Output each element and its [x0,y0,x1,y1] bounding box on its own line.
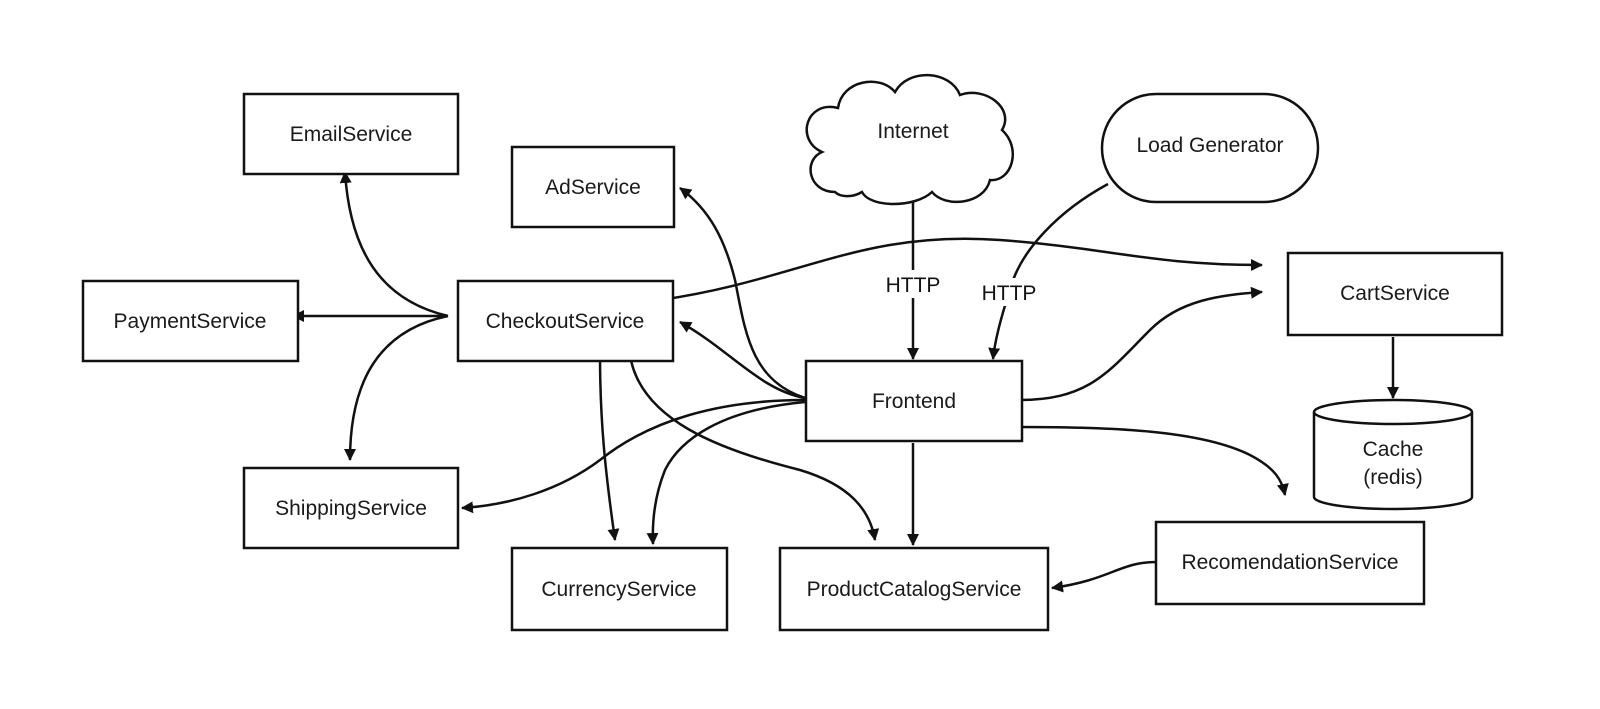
node-cart-service: CartService [1286,251,1504,337]
node-label: ProductCatalogService [807,578,1022,601]
node-label: Frontend [872,390,956,413]
node-label: PaymentService [114,310,267,333]
edge-frontend-cart [1019,286,1263,402]
cloud-shape [805,73,1015,206]
node-cache-redis: Cache (redis) [1312,398,1474,511]
node-productcatalog-service: ProductCatalogService [778,546,1050,632]
edge-checkout-email [339,171,449,318]
edge-checkout-currency [598,354,620,541]
node-internet-cloud: Internet [805,73,1015,206]
edge-frontend-ad [679,186,806,400]
node-label: (redis) [1363,466,1423,489]
edge-label-internet-http: HTTP [886,274,941,297]
node-payment-service: PaymentService [81,279,300,363]
edge-checkout-productcatalog [628,354,880,541]
node-checkout-service: CheckoutService [456,279,675,363]
node-label: Cache [1363,438,1424,461]
node-load-generator: Load Generator [1100,92,1320,204]
edges [292,171,1399,593]
node-label: ShippingService [275,497,427,520]
node-shipping-service: ShippingService [242,466,460,550]
edge-frontend-currency [646,400,806,545]
node-label: EmailService [290,123,413,146]
node-label: Load Generator [1136,134,1283,157]
edge-checkout-shipping [344,314,449,461]
edge-checkout-cart [659,237,1263,302]
node-label: CartService [1340,282,1450,305]
node-ad-service: AdService [510,145,676,229]
node-email-service: EmailService [242,92,460,176]
node-label: Internet [877,120,948,143]
edge-frontend-checkout [679,320,806,400]
node-label: RecomendationService [1181,551,1398,574]
edge-labels: HTTP HTTP [879,270,1043,306]
node-label: AdService [545,176,641,199]
edge-label-loadgen-http: HTTP [982,282,1037,305]
node-currency-service: CurrencyService [510,546,729,632]
node-label: CheckoutService [486,310,645,333]
edge-frontend-recommendation [1019,425,1289,496]
edge-frontend-shipping [461,398,806,514]
edge-recommendation-productcatalog [1051,560,1157,593]
node-frontend: Frontend [804,359,1024,443]
cylinder-shape [1312,412,1474,511]
node-recommendation-service: RecomendationService [1154,520,1426,606]
node-label: CurrencyService [541,578,696,601]
edge-loadgen-frontend [988,182,1109,360]
